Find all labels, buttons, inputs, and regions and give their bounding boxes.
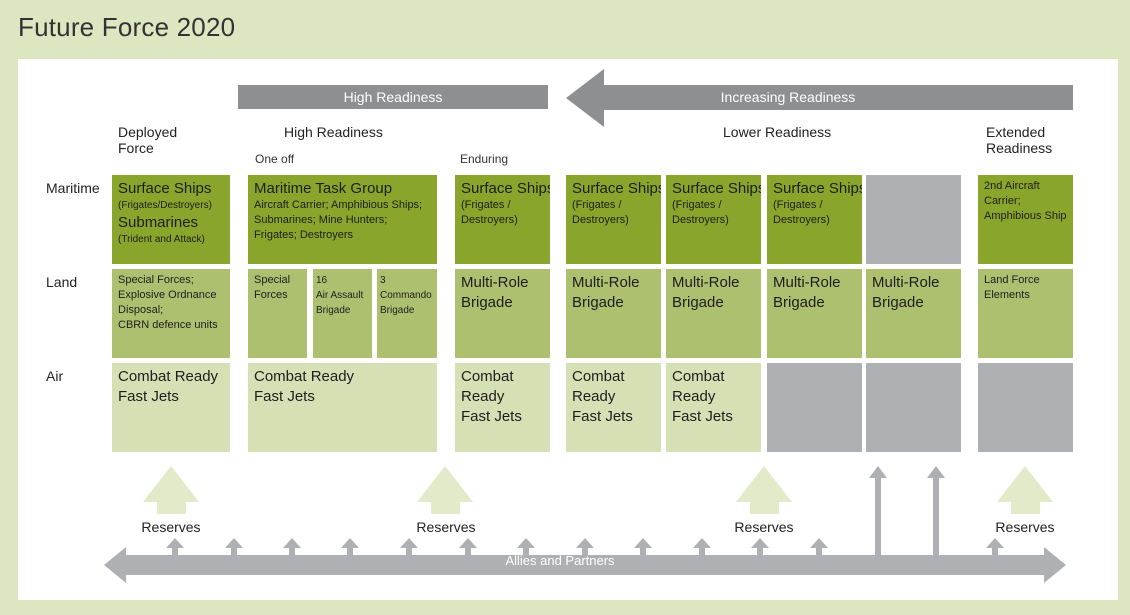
land-mrb-text: Multi-Role Brigade [461,274,529,311]
reserves-label-3: Reserves [734,519,794,535]
reserve-arrow-3 [736,466,792,514]
col-head-high: High Readiness [284,124,383,140]
maritime-extended-text: 2nd Aircraft Carrier; Amphibious Ship [984,180,1067,222]
land-special-forces-cell: Special Forces [248,269,307,358]
maritime-empty-cell [866,175,961,264]
reserve-arrow-4 [997,466,1053,514]
air-jets-text: Combat Ready Fast Jets [572,368,633,425]
maritime-ships-title: Surface Ships [461,180,550,197]
maritime-ships-title: Surface Ships [773,180,862,197]
high-readiness-bar: High Readiness [238,85,548,109]
increasing-readiness-arrow [566,69,1073,127]
land-mrb-lower4-cell: Multi-Role Brigade [866,269,961,358]
land-mrb-lower1-cell: Multi-Role Brigade [566,269,661,358]
maritime-task-group-sub: Aircraft Carrier; Amphibious Ships; Subm… [254,199,423,241]
air-lower2-cell: Combat Ready Fast Jets [666,363,761,452]
allies-arrow [104,547,1066,583]
land-mrb-text: Multi-Role Brigade [872,274,940,311]
land-mrb-text: Multi-Role Brigade [773,274,841,311]
maritime-deployed-sub1: (Frigates/Destroyers) [118,200,212,211]
air-jets-text: Combat Ready Fast Jets [118,368,219,405]
air-lower1-cell: Combat Ready Fast Jets [566,363,661,452]
col-head-extended: Extended Readiness [986,124,1053,156]
air-enduring-cell: Combat Ready Fast Jets [455,363,550,452]
air-jets-text: Combat Ready Fast Jets [254,368,355,405]
increasing-readiness-label: Increasing Readiness [720,89,856,105]
reserves-label-4: Reserves [995,519,1055,535]
subhead-enduring: Enduring [460,152,509,166]
land-deployed-cell: Special Forces; Explosive Ordnance Dispo… [112,269,230,358]
row-label-air: Air [46,368,64,384]
maritime-ships-lower2-cell: Surface Ships (Frigates / Destroyers) [666,175,761,264]
land-extended-text: Land Force Elements [984,274,1040,301]
air-empty-cell-2 [866,363,961,452]
maritime-deployed-cell: Surface Ships (Frigates/Destroyers) Subm… [112,175,230,264]
air-high-cell: Combat Ready Fast Jets [248,363,437,452]
allies-label: Allies and Partners [505,553,615,568]
row-label-maritime: Maritime [46,180,100,196]
land-mrb-lower3-cell: Multi-Role Brigade [767,269,862,358]
small-up-arrows [166,466,1004,556]
land-mrb-lower2-cell: Multi-Role Brigade [666,269,761,358]
maritime-ships-sub: (Frigates / Destroyers) [672,199,729,226]
air-jets-text: Combat Ready Fast Jets [461,368,522,425]
subhead-one-off: One off [255,152,295,166]
maritime-ships-sub: (Frigates / Destroyers) [461,199,518,226]
land-commando-text: 3 Commando Brigade [380,275,432,316]
maritime-deployed-title1: Surface Ships [118,180,212,197]
maritime-ships-sub: (Frigates / Destroyers) [773,199,830,226]
reserve-arrow-1 [143,466,199,514]
land-mrb-text: Multi-Role Brigade [572,274,640,311]
row-label-land: Land [46,274,78,290]
reserve-arrow-2 [417,466,473,514]
maritime-ships-title: Surface Ships [672,180,761,197]
land-mrb-text: Multi-Role Brigade [672,274,740,311]
land-air-assault-cell: 16 Air Assault Brigade [313,269,372,358]
maritime-ships-lower1-cell: Surface Ships (Frigates / Destroyers) [566,175,661,264]
air-empty-cell-1 [767,363,862,452]
land-mrb-enduring-cell: Multi-Role Brigade [455,269,550,358]
maritime-deployed-sub2: (Trident and Attack) [118,234,205,245]
maritime-task-group-cell: Maritime Task Group Aircraft Carrier; Am… [248,175,437,264]
reserves-label-1: Reserves [141,519,201,535]
page-title: Future Force 2020 [18,12,236,42]
maritime-ships-sub: (Frigates / Destroyers) [572,199,629,226]
col-head-lower: Lower Readiness [723,124,832,140]
land-special-forces-text: Special Forces [254,274,291,301]
air-jets-text: Combat Ready Fast Jets [672,368,733,425]
land-commando-cell: 3 Commando Brigade [377,269,437,358]
maritime-deployed-title2: Submarines [118,214,199,231]
high-readiness-bar-label: High Readiness [343,89,443,105]
land-extended-cell: Land Force Elements [978,269,1073,358]
maritime-ships-lower3-cell: Surface Ships (Frigates / Destroyers) [767,175,862,264]
maritime-ships-enduring-cell: Surface Ships (Frigates / Destroyers) [455,175,550,264]
maritime-task-group-title: Maritime Task Group [254,180,393,197]
reserves-label-2: Reserves [416,519,476,535]
air-deployed-cell: Combat Ready Fast Jets [112,363,230,452]
maritime-extended-cell: 2nd Aircraft Carrier; Amphibious Ship [978,175,1073,264]
air-extended-empty-cell [978,363,1073,452]
maritime-ships-title: Surface Ships [572,180,661,197]
land-air-assault-text: 16 Air Assault Brigade [316,275,364,316]
land-deployed-text: Special Forces; Explosive Ordnance Dispo… [118,274,218,331]
col-head-deployed: Deployed Force [118,124,178,156]
